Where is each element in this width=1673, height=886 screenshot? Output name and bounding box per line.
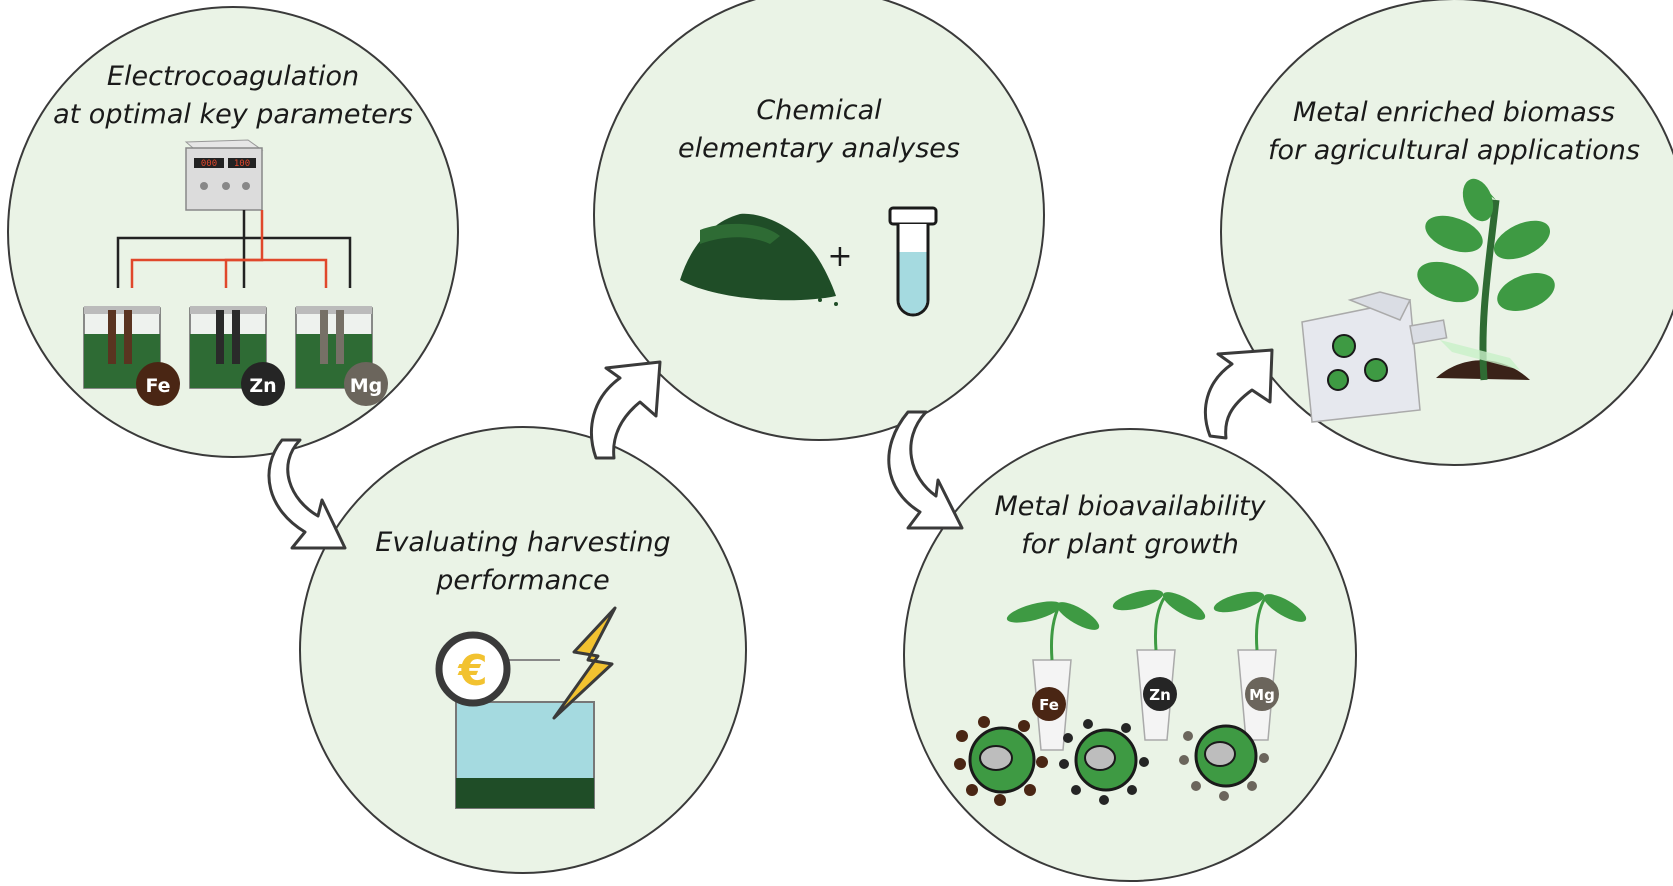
metal-badge-plant-fe: Fe bbox=[1032, 687, 1066, 721]
algae-cell-mg-icon bbox=[1179, 724, 1269, 801]
svg-text:€: € bbox=[457, 646, 487, 695]
metal-badge-plant-zn: Zn bbox=[1143, 677, 1177, 711]
metal-badge-zn: Zn bbox=[241, 362, 285, 406]
lightning-bolt-icon bbox=[552, 606, 617, 720]
euro-cost-icon: € bbox=[435, 631, 511, 707]
svg-text:Fe: Fe bbox=[145, 375, 170, 397]
svg-text:Fe: Fe bbox=[1039, 696, 1059, 714]
metal-badge-plant-mg: Mg bbox=[1245, 677, 1279, 711]
wiring bbox=[116, 210, 352, 288]
arrow-2-icon bbox=[589, 360, 662, 460]
stage-label-electrocoagulation: Electrocoagulation at optimal key parame… bbox=[53, 61, 413, 130]
stage-circle-harvesting bbox=[299, 426, 747, 874]
stage-circle-chemical-analyses bbox=[593, 0, 1045, 441]
metal-badge-mg: Mg bbox=[344, 362, 388, 406]
metal-badge-fe: Fe bbox=[136, 362, 180, 406]
algae-cell-fe-icon bbox=[954, 716, 1048, 806]
arrow-1-icon bbox=[267, 438, 347, 550]
stage-label-harvesting: Evaluating harvesting performance bbox=[375, 527, 671, 596]
arrow-4-icon bbox=[1203, 348, 1274, 440]
svg-text:Mg: Mg bbox=[350, 375, 383, 397]
stage-label-enriched-biomass: Metal enriched biomass for agricultural … bbox=[1268, 97, 1640, 166]
test-tube-icon bbox=[888, 206, 938, 317]
stage-label-bioavailability: Metal bioavailability for plant growth bbox=[994, 491, 1266, 560]
stage-label-chemical-analyses: Chemical elementary analyses bbox=[678, 95, 960, 164]
voltage-readout: 000 bbox=[201, 159, 217, 169]
beaker-fe-icon bbox=[83, 306, 161, 389]
arrow-3-icon bbox=[887, 410, 964, 530]
power-supply-icon: 000 100 bbox=[184, 139, 264, 211]
svg-text:Mg: Mg bbox=[1249, 686, 1275, 704]
fertilizer-jerrycan-icon bbox=[1301, 291, 1520, 423]
svg-text:Zn: Zn bbox=[249, 375, 276, 397]
biomass-powder-icon bbox=[680, 213, 838, 306]
algae-cell-zn-icon bbox=[1059, 719, 1149, 805]
plant-soil-icon bbox=[1417, 178, 1555, 381]
current-readout: 100 bbox=[234, 159, 250, 169]
svg-text:Zn: Zn bbox=[1149, 686, 1171, 704]
plus-sign: + bbox=[827, 239, 852, 274]
